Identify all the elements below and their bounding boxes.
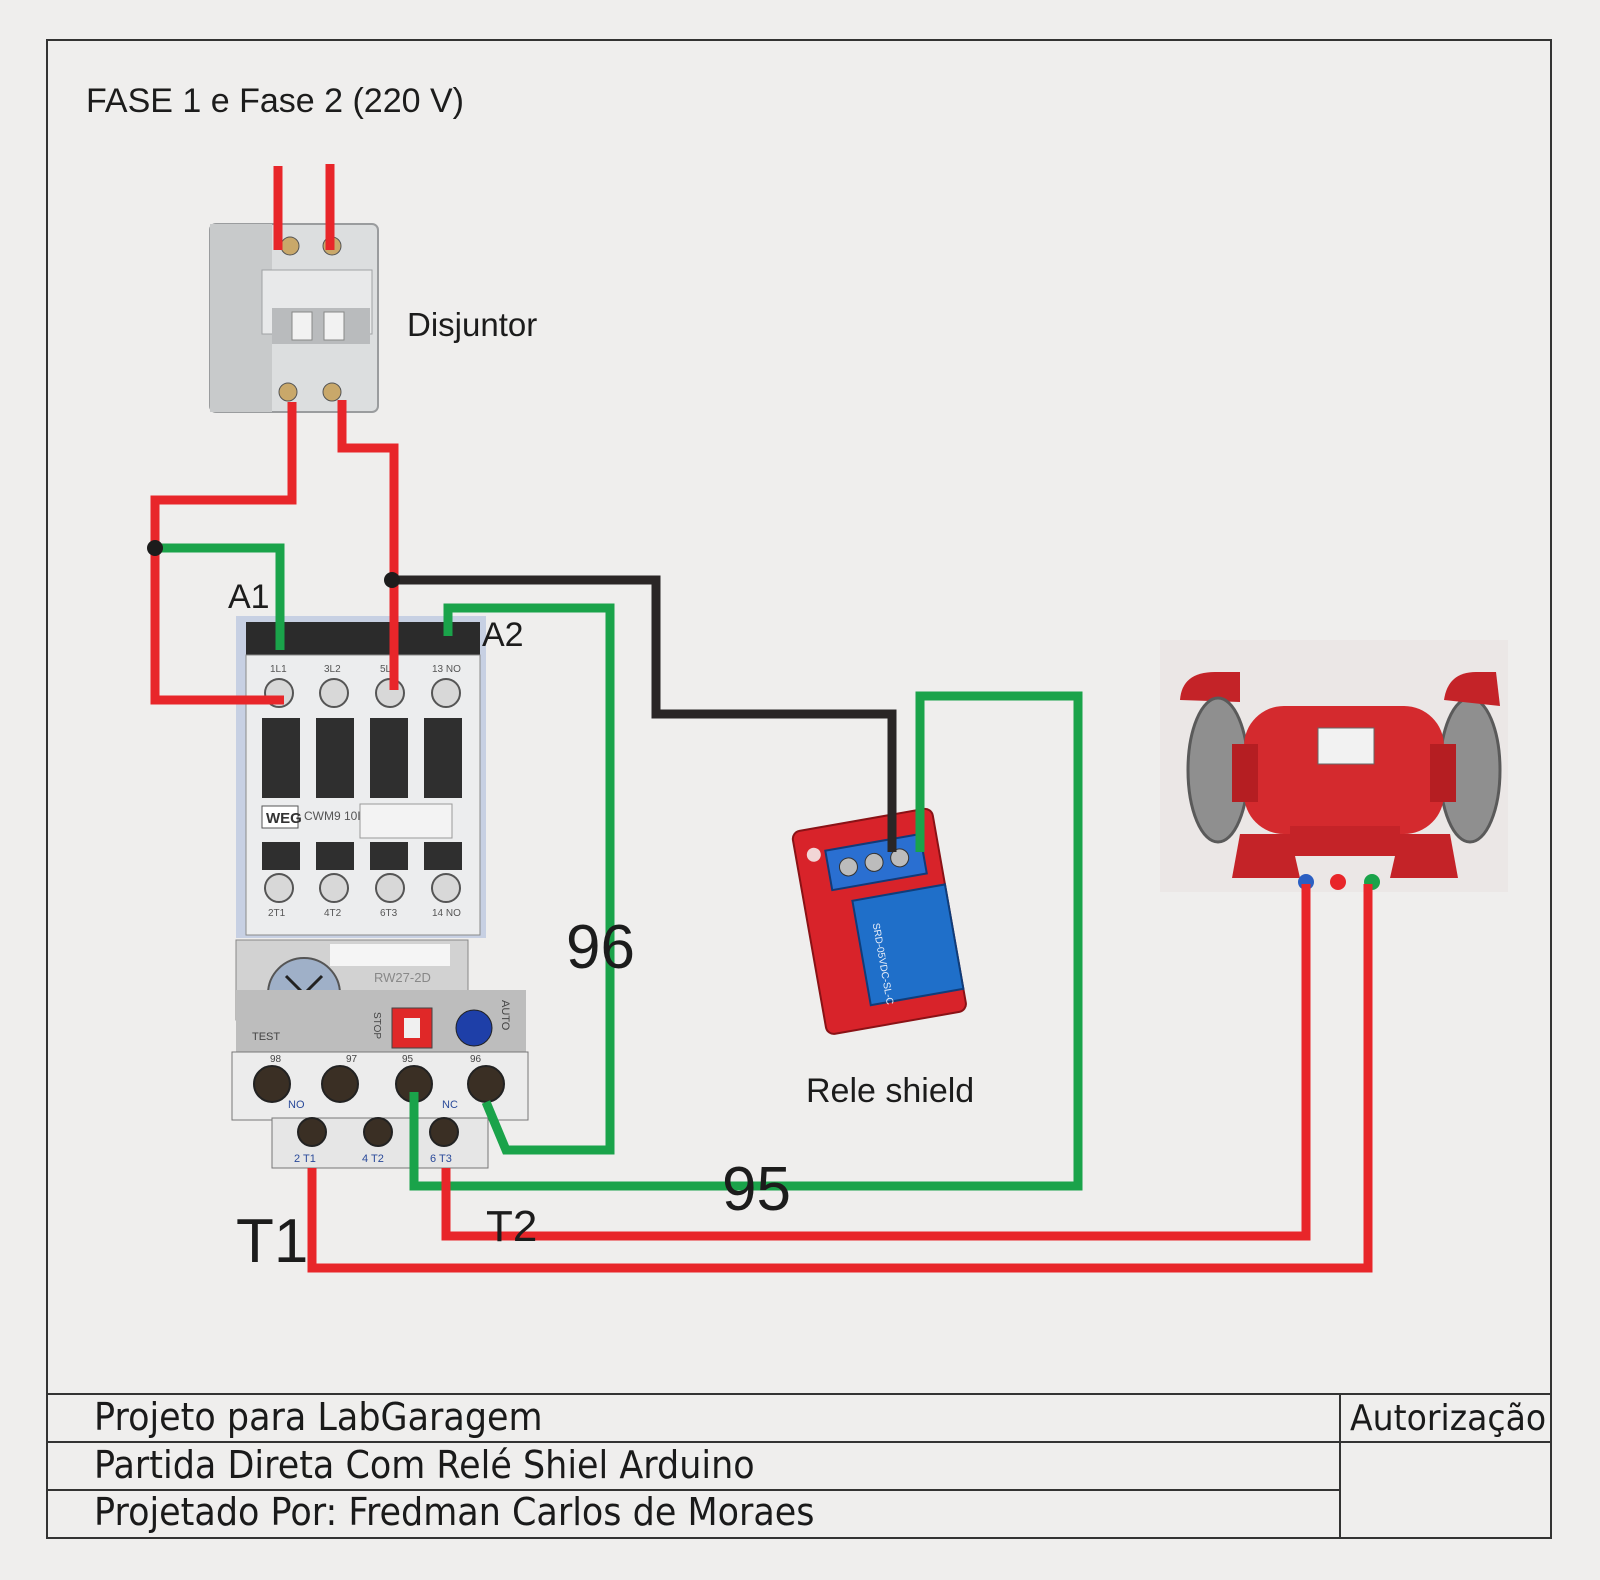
supply-label: FASE 1 e Fase 2 (220 V) bbox=[86, 82, 464, 120]
contactor: WEG CWM9 10E 1L1 3L2 5L3 13 NO 2T1 4T2 6… bbox=[236, 616, 486, 938]
overload-contact: 96 bbox=[470, 1054, 482, 1065]
relay-shield: SRD-05VDC-SL-C bbox=[791, 807, 967, 1035]
overload-contact: 95 bbox=[402, 1054, 414, 1065]
terminal-a1-label: A1 bbox=[228, 578, 270, 616]
overload-contact: 98 bbox=[270, 1054, 282, 1065]
drawing-frame bbox=[46, 39, 1552, 1539]
overload-nc: NC bbox=[442, 1099, 458, 1111]
contactor-terminal: 3L2 bbox=[324, 664, 341, 675]
overload-terminal: 4 T2 bbox=[362, 1153, 384, 1165]
contactor-terminal: 5L3 bbox=[380, 664, 397, 675]
junction-dot bbox=[384, 572, 400, 588]
breaker-label: Disjuntor bbox=[407, 306, 538, 343]
contactor-model: CWM9 10E bbox=[304, 809, 365, 823]
bench-grinder-motor bbox=[1160, 640, 1508, 892]
overload-relay: RW27-2D TEST STOP AUTO 98 97 95 96 NO NC… bbox=[231, 939, 529, 1169]
junction-dot bbox=[147, 540, 163, 556]
title-project: Projeto para LabGaragem bbox=[94, 1395, 543, 1439]
title-block bbox=[46, 1393, 1552, 1539]
wire-relay-common bbox=[392, 575, 897, 852]
wire-coil-a1 bbox=[155, 543, 285, 650]
contactor-terminal: 13 NO bbox=[432, 664, 461, 675]
wire-phase1-l1 bbox=[150, 402, 297, 705]
terminal-t2-label: T2 bbox=[486, 1202, 538, 1251]
contactor-terminal: 2T1 bbox=[268, 908, 286, 919]
terminal-a2-label: A2 bbox=[482, 616, 524, 654]
overload-auto: AUTO bbox=[499, 1000, 511, 1031]
wire-t1-motor bbox=[307, 884, 1373, 1273]
title-designer: Projetado Por: Fredman Carlos de Moraes bbox=[94, 1490, 815, 1534]
wire-phase2-l3 bbox=[337, 400, 399, 690]
overload-no: NO bbox=[288, 1099, 305, 1111]
contactor-terminal: 4T2 bbox=[324, 908, 342, 919]
wire-a2-96 bbox=[443, 603, 615, 1155]
contact-96-label: 96 bbox=[566, 913, 635, 982]
relay-shield-label: Rele shield bbox=[806, 1072, 975, 1110]
contactor-terminal: 14 NO bbox=[432, 908, 461, 919]
title-approval: Autorização bbox=[1350, 1398, 1547, 1439]
contactor-brand: WEG bbox=[266, 810, 302, 827]
overload-terminal: 2 T1 bbox=[294, 1153, 316, 1165]
overload-stop: STOP bbox=[371, 1012, 382, 1039]
contactor-terminal: 6T3 bbox=[380, 908, 398, 919]
overload-model: RW27-2D bbox=[374, 970, 431, 985]
wire-t2-motor bbox=[441, 884, 1311, 1241]
overload-contact: 97 bbox=[346, 1054, 358, 1065]
contactor-terminal: 1L1 bbox=[270, 664, 287, 675]
wire-95-relay bbox=[409, 691, 1083, 1191]
circuit-breaker bbox=[209, 223, 379, 413]
title-description: Partida Direta Com Relé Shiel Arduino bbox=[94, 1443, 755, 1487]
overload-terminal: 6 T3 bbox=[430, 1153, 452, 1165]
terminal-t1-label: T1 bbox=[236, 1207, 309, 1276]
wires bbox=[150, 164, 1373, 1273]
overload-test: TEST bbox=[252, 1031, 280, 1043]
contact-95-label: 95 bbox=[722, 1155, 791, 1224]
